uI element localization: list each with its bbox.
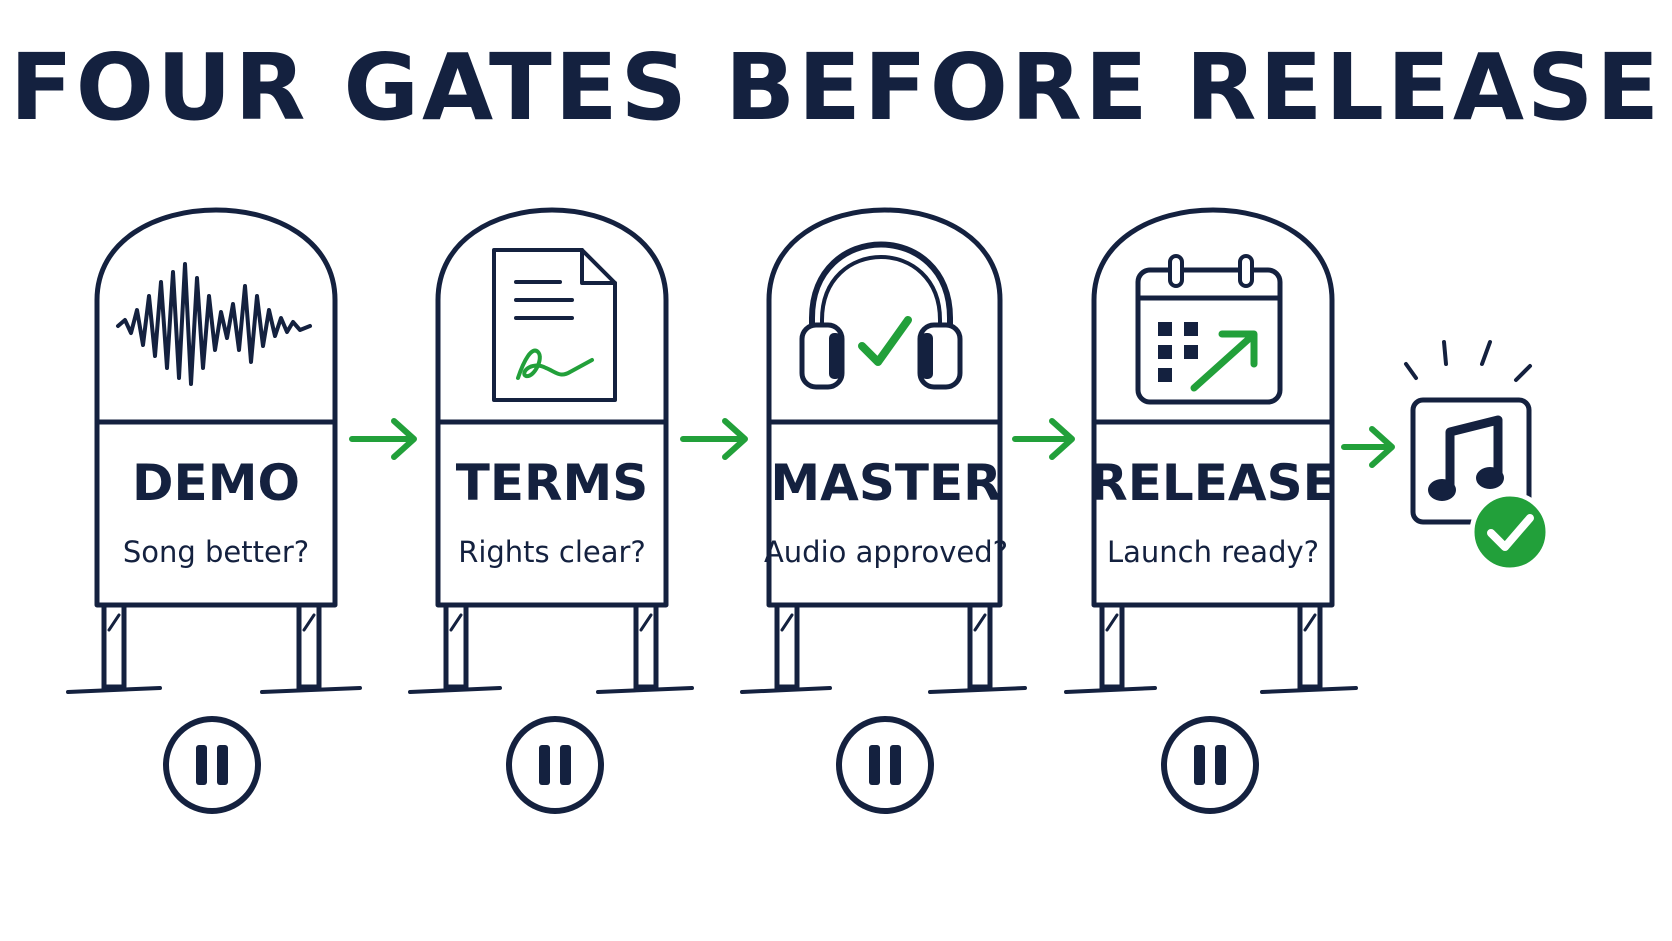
gate-name: MASTER bbox=[770, 454, 1001, 512]
checkmark-badge-icon bbox=[1469, 491, 1551, 573]
gate-question: Rights clear? bbox=[458, 535, 646, 569]
gate-terms: TERMS Rights clear? bbox=[408, 207, 694, 814]
gate-posts bbox=[1064, 602, 1358, 694]
gate-master: MASTER Audio approved? bbox=[740, 207, 1027, 814]
pause-button[interactable] bbox=[836, 716, 934, 814]
pause-button[interactable] bbox=[163, 716, 261, 814]
pause-button[interactable] bbox=[506, 716, 604, 814]
diagram-title: FOUR GATES BEFORE RELEASE bbox=[9, 34, 1663, 141]
green-arrow-icon bbox=[349, 418, 417, 460]
green-arrow-icon bbox=[1341, 426, 1395, 468]
signed-document-icon bbox=[492, 248, 617, 402]
waveform-icon bbox=[116, 262, 312, 386]
calendar-upward-arrow-icon bbox=[1135, 254, 1283, 405]
gate-name: DEMO bbox=[132, 454, 300, 512]
green-arrow-icon bbox=[680, 418, 748, 460]
gate-posts bbox=[66, 602, 362, 694]
music-note-icon bbox=[1428, 415, 1504, 501]
gate-demo: DEMO Song better? bbox=[66, 207, 362, 814]
gate-posts bbox=[740, 602, 1027, 694]
gate-release: RELEASE Launch ready? bbox=[1064, 207, 1358, 814]
gate-name: TERMS bbox=[456, 454, 649, 512]
gate-name: RELEASE bbox=[1089, 454, 1337, 512]
released-track bbox=[1404, 340, 1551, 573]
green-arrow-icon bbox=[1012, 418, 1075, 460]
gate-question: Song better? bbox=[123, 535, 309, 569]
burst-lines bbox=[1404, 340, 1532, 382]
gate-question: Launch ready? bbox=[1107, 535, 1319, 569]
gate-question: Audio approved? bbox=[764, 535, 1008, 569]
gate-posts bbox=[408, 602, 694, 694]
headphones-check-icon bbox=[799, 241, 963, 390]
pause-button[interactable] bbox=[1161, 716, 1259, 814]
